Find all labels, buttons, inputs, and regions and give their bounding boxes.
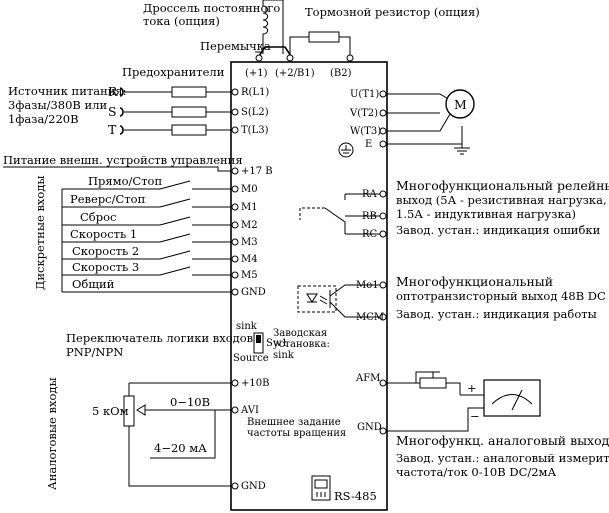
terminal-plus17: +17 В (241, 166, 273, 177)
terminal-m3: M3 (241, 237, 258, 248)
digital-input-rows: Прямо/Стоп M0 Реверс/Стоп M1 Сброс M2 Ск… (61, 174, 266, 298)
opto-default: Завод. устан.: индикация работы (396, 307, 597, 321)
earth-icon (454, 144, 470, 155)
digital-inputs-label: Дискретные входы (33, 175, 47, 290)
ext-ref-2: частоты вращения (247, 428, 346, 439)
input-label-common: Общий (72, 277, 115, 291)
switch-source-label: Source (233, 353, 269, 364)
factory-setting-2: установка: (273, 339, 330, 350)
terminal-gnd-digital: GND (241, 287, 266, 298)
relay-default: Завод. устан.: индикация ошибки (396, 223, 601, 237)
opto-desc-1: Многофункциональный (396, 274, 553, 289)
range-voltage-label: 0−10В (170, 395, 210, 409)
input-label-forward-stop: Прямо/Стоп (88, 174, 162, 188)
switch-sink-label: sink (236, 321, 258, 332)
logic-switch-label-2: PNP/NPN (66, 345, 123, 359)
phase-s-label: S (108, 104, 117, 119)
input-t-terminal: T(L3) (241, 125, 269, 136)
terminal-m2: M2 (241, 220, 258, 231)
analog-out-default-1: Завод. устан.: аналоговый измеритель (396, 451, 609, 465)
opto-desc-2: оптотранзисторный выход 48В DC 50мА (396, 289, 609, 303)
input-s-terminal: S(L2) (241, 107, 269, 118)
input-r-terminal: R(L1) (241, 87, 269, 98)
pot-value-label: 5 кОм (92, 404, 129, 418)
motor-icon (445, 89, 475, 119)
analog-meter-icon (483, 379, 541, 417)
jumper-link (258, 46, 292, 57)
analog-out-default-2: частота/ток 0-10В DC/2мА (396, 465, 557, 479)
terminal-avi: AVI (240, 405, 259, 416)
afm-plus: + (467, 381, 477, 395)
fuse-s-icon (171, 106, 207, 118)
terminal-m0: M0 (241, 184, 258, 195)
fuse-t-icon (171, 124, 207, 136)
relay-desc-1: Многофункциональный релейный (396, 178, 609, 193)
fuses-label: Предохранители (122, 65, 225, 79)
dc-terminal-plus2: (+2/B1) (275, 68, 315, 79)
rs485-label: RS-485 (334, 489, 377, 503)
dc-terminal-plus1: (+1) (245, 68, 268, 79)
ext-supply-label: Питание внешн. устройств управления (3, 153, 243, 167)
dc-terminal-b2: (B2) (330, 68, 352, 79)
ext-ref-1: Внешнее задание (247, 417, 341, 428)
power-title-1: Источник питания: (8, 84, 127, 98)
brake-resistor-label: Тормозной резистор (опция) (305, 5, 480, 19)
factory-setting-3: sink (273, 350, 295, 361)
terminal-m4: M4 (241, 254, 258, 265)
power-title-2: 3фазы/380В или (8, 98, 108, 112)
range-current-label: 4−20 мА (154, 441, 207, 455)
fuse-r-icon (171, 86, 207, 98)
choke-label-2: тока (опция) (143, 14, 220, 28)
power-title-3: 1фаза/220В (8, 112, 79, 126)
input-label-speed2: Скорость 2 (72, 244, 139, 258)
relay-desc-3: 1.5А - индуктивная нагрузка) (396, 207, 576, 221)
input-label-reset: Сброс (80, 210, 116, 224)
terminal-plus10: +10В (241, 378, 269, 389)
jumper-label: Перемычка (200, 39, 271, 53)
factory-setting-1: Заводская (273, 328, 327, 339)
potentiometer-icon (123, 395, 135, 427)
output-u-terminal: U(T1) (350, 89, 379, 100)
afm-trim-resistor-icon (419, 377, 447, 389)
terminal-m1: M1 (241, 202, 258, 213)
switch-sw1-label: Sw1 (266, 338, 288, 349)
choke-coil-icon (262, 0, 284, 54)
brake-resistor-icon (308, 31, 340, 43)
afm-minus: − (470, 409, 480, 423)
output-w-terminal: W(T3) (350, 126, 381, 137)
analog-out-title: Многофункц. аналоговый выход (396, 433, 609, 448)
input-label-speed1: Скорость 1 (70, 227, 137, 241)
terminal-gnd-afm: GND (357, 422, 382, 433)
relay-contact-icon (324, 193, 380, 235)
input-label-reverse-stop: Реверс/Стоп (70, 192, 146, 206)
choke-label-1: Дроссель постоянного (143, 1, 280, 15)
motor-label: M (454, 97, 467, 112)
input-label-speed3: Скорость 3 (72, 260, 139, 274)
output-v-terminal: V(T2) (349, 108, 378, 119)
logic-switch-label-1: Переключатель логики входов (66, 331, 253, 345)
terminal-gnd-analog: GND (241, 481, 266, 492)
phase-t-label: T (108, 122, 117, 137)
analog-inputs-label: Аналоговые входы (45, 377, 59, 490)
relay-desc-2: выход (5А - резистивная нагрузка, (396, 193, 607, 207)
terminal-m5: M5 (241, 270, 258, 281)
phase-r-label: R (108, 84, 118, 99)
terminal-afm: AFM (355, 373, 380, 384)
output-e-terminal: E (365, 139, 372, 150)
